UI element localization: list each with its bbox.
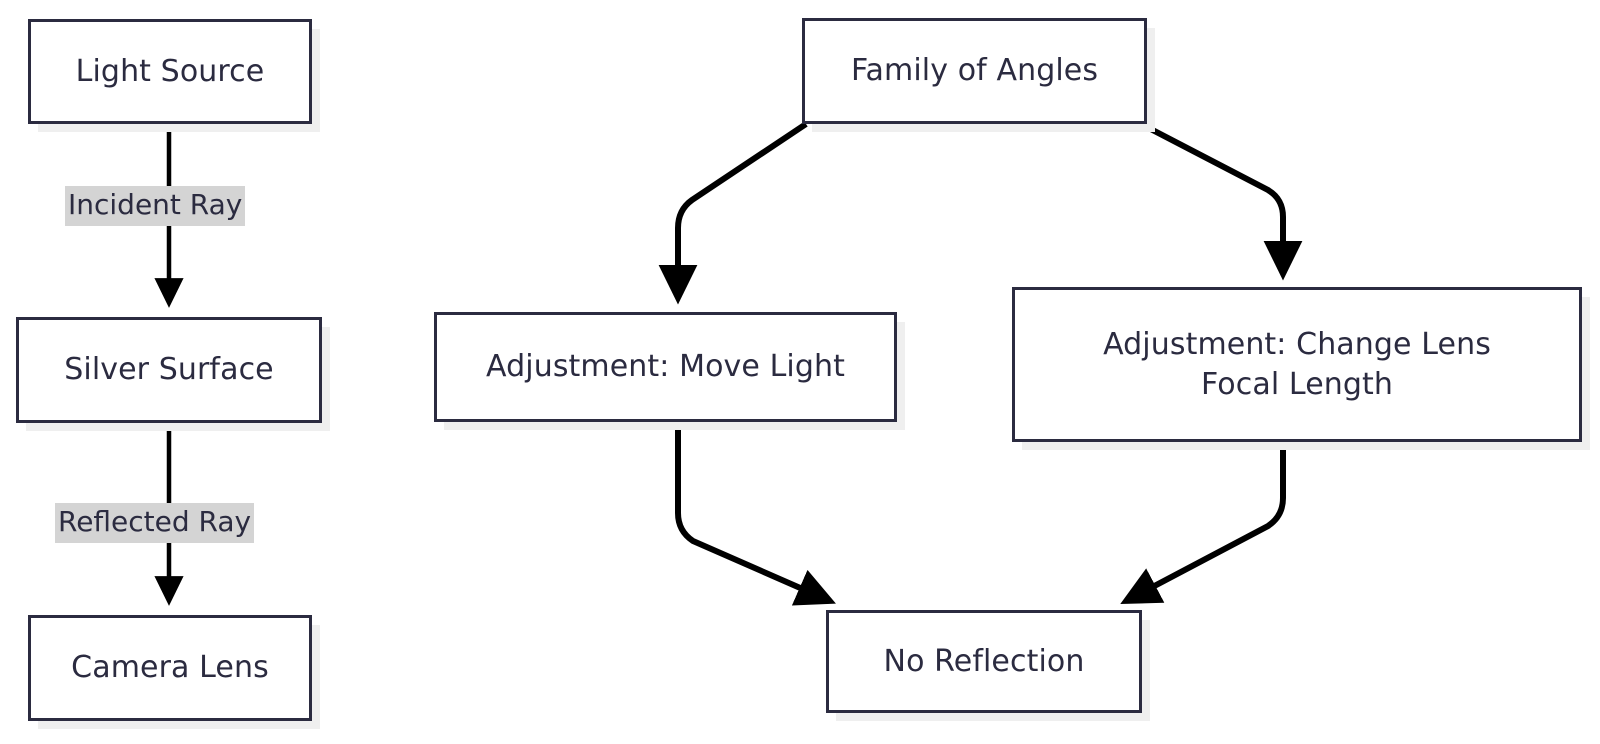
edge-label-reflected-ray-text: Reflected Ray: [58, 505, 252, 538]
node-family-of-angles-label: Family of Angles: [850, 53, 1099, 89]
edge-family-of-angles-to-change-lens: [1139, 121, 1303, 281]
node-camera-lens[interactable]: Camera Lens: [28, 615, 312, 721]
node-light-source-label: Light Source: [75, 53, 265, 89]
node-camera-lens-label: Camera Lens: [71, 650, 269, 686]
edge-label-incident-ray-text: Incident Ray: [68, 188, 243, 221]
node-light-source[interactable]: Light Source: [28, 19, 312, 124]
edge-move-light-to-no-reflection: [675, 424, 836, 606]
node-adjustment-change-lens-label: Adjustment: Change Lens Focal Length: [1103, 326, 1491, 402]
node-adjustment-change-lens[interactable]: Adjustment: Change Lens Focal Length: [1012, 287, 1582, 442]
node-silver-surface[interactable]: Silver Surface: [16, 317, 322, 423]
node-family-of-angles[interactable]: Family of Angles: [802, 18, 1147, 124]
node-adjustment-move-light-label: Adjustment: Move Light: [486, 349, 845, 385]
node-no-reflection-label: No Reflection: [883, 643, 1085, 679]
edge-label-reflected-ray: Reflected Ray: [55, 503, 255, 543]
node-adjustment-move-light[interactable]: Adjustment: Move Light: [434, 312, 897, 422]
node-no-reflection[interactable]: No Reflection: [826, 610, 1142, 713]
edge-change-lens-to-no-reflection: [1120, 442, 1286, 605]
edge-family-of-angles-to-move-light: [658, 121, 808, 305]
node-silver-surface-label: Silver Surface: [64, 352, 274, 388]
edge-label-incident-ray: Incident Ray: [65, 186, 246, 226]
